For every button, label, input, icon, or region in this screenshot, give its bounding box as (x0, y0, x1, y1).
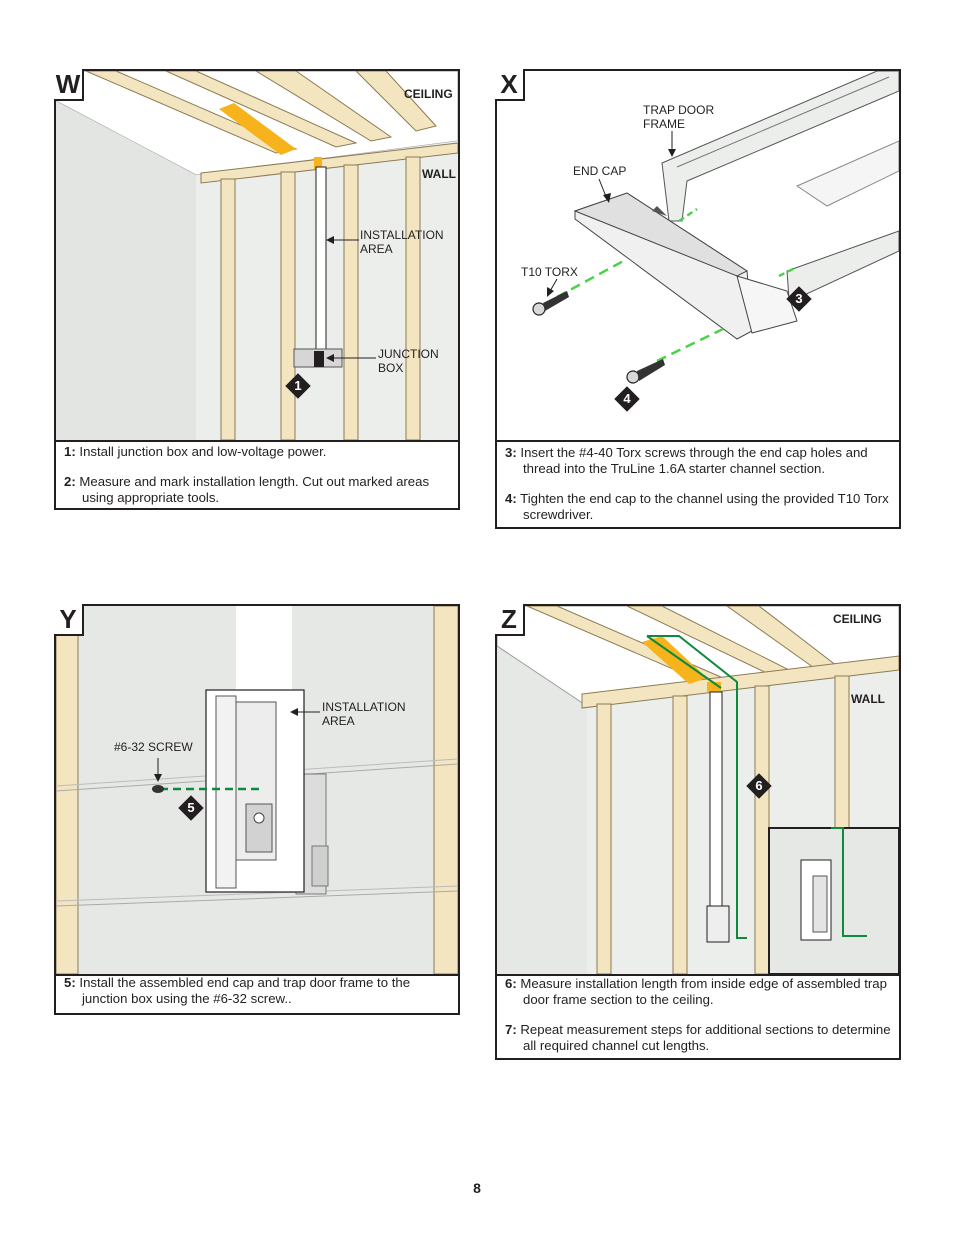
t10-torx-label: T10 TORX (521, 265, 578, 279)
illustration-w (56, 71, 458, 442)
instructions: 1: Install junction box and low-voltage … (56, 438, 458, 508)
panel-letter: X (495, 69, 525, 101)
step-badge: 3 (786, 286, 812, 312)
step-text: 2: Measure and mark installation length.… (64, 474, 430, 505)
end-cap-illustration (497, 71, 899, 440)
trap-door-frame-label: TRAP DOOR FRAME (643, 103, 715, 131)
panel-letter: Z (495, 604, 525, 636)
panel-y: Y (54, 604, 460, 1015)
measure-illustration (497, 606, 899, 974)
panel-letter: W (54, 69, 84, 101)
step-text: 4: Tighten the end cap to the channel us… (505, 491, 889, 522)
step-text: 5: Install the assembled end cap and tra… (64, 975, 411, 1006)
step-text: 3: Insert the #4-40 Torx screws through … (505, 445, 868, 476)
illustration-y (56, 606, 458, 976)
page-number: 8 (473, 1180, 481, 1196)
ceiling-label: CEILING (833, 612, 882, 626)
end-cap-label: END CAP (573, 164, 627, 178)
step-text: 6: Measure installation length from insi… (505, 976, 887, 1007)
step-text: 7: Repeat measurement steps for addition… (505, 1022, 891, 1053)
instructions: 5: Install the assembled end cap and tra… (56, 969, 458, 1013)
end-cap-install-illustration (56, 606, 458, 974)
panel-x: X (495, 69, 901, 529)
step-badge: 5 (178, 795, 204, 821)
ceiling-label: CEILING (404, 87, 453, 101)
step-badge: 1 (285, 373, 311, 399)
panel-z: Z (495, 604, 901, 1060)
step-badge: 4 (614, 386, 640, 412)
junction-box-label: JUNCTION BOX (378, 347, 439, 375)
illustration-z (497, 606, 899, 976)
wall-label: WALL (851, 692, 885, 706)
panel-w: W (54, 69, 460, 510)
instructions: 3: Insert the #4-40 Torx screws through … (497, 439, 899, 527)
wall-junction-illustration (56, 71, 458, 440)
panel-letter: Y (54, 604, 84, 636)
instructions: 6: Measure installation length from insi… (497, 970, 899, 1058)
wall-label: WALL (422, 167, 456, 181)
illustration-x (497, 71, 899, 442)
step-text: 1: Install junction box and low-voltage … (64, 444, 327, 459)
step-badge: 6 (746, 773, 772, 799)
installation-area-label: INSTALLATION AREA (360, 228, 444, 256)
screw-label: #6-32 SCREW (114, 740, 193, 754)
installation-area-label: INSTALLATION AREA (322, 700, 406, 728)
